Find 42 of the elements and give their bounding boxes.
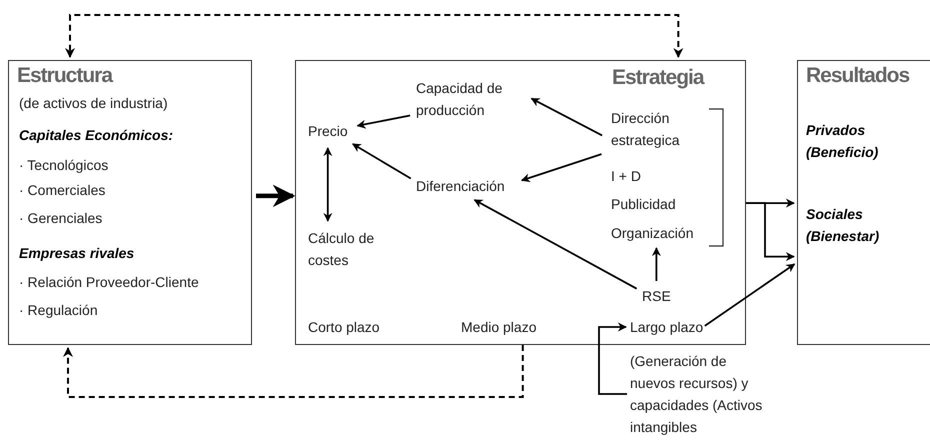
arrow: [746, 202, 795, 262]
arrow: [704, 263, 796, 327]
stage-box: [797, 60, 930, 345]
arrow: [530, 98, 603, 136]
list-item: · Comerciales: [19, 181, 106, 200]
list-item: · Relación Proveedor-Cliente: [19, 273, 199, 292]
concept-label: Publicidad: [611, 193, 676, 215]
list-item: · Tecnológicos: [19, 156, 108, 175]
section-heading: Empresas rivales: [19, 245, 134, 262]
concept-label: Medio plazo: [461, 316, 536, 338]
arrow: [256, 184, 296, 208]
concept-label: Dirección estrategica: [611, 107, 711, 151]
arrow: [598, 322, 627, 395]
box-heading: Resultados: [806, 65, 910, 86]
box-heading: Estructura: [17, 65, 112, 86]
arrow: [352, 143, 412, 180]
arrow: [474, 199, 638, 290]
concept-label: RSE: [642, 285, 671, 307]
subheading: (de activos de industria): [19, 94, 168, 113]
concept-label: Diferenciación: [416, 175, 505, 197]
stage-box: [8, 60, 252, 345]
list-item: · Regulación: [19, 301, 98, 320]
concept-label: Capacidad de producción: [416, 77, 528, 121]
arrow: [652, 247, 661, 281]
concept-label: Organización: [611, 222, 694, 244]
list-item: · Gerenciales: [19, 209, 102, 228]
concept-label: Precio: [308, 120, 348, 142]
feedback-arrow: [63, 345, 524, 398]
section-heading: Sociales (Bienestar): [806, 205, 880, 246]
feedback-arrow: [65, 14, 684, 58]
arrow: [520, 153, 602, 182]
note-text: (Generación de nuevos recursos) y capacidades (Activos intangibles: [630, 350, 765, 438]
concept-label: Corto plazo: [308, 316, 380, 338]
concept-label: Largo plazo: [630, 316, 704, 338]
stage-box: [295, 60, 746, 345]
arrow: [323, 147, 332, 222]
arrow: [356, 114, 410, 129]
concept-label: Cálculo de costes: [308, 227, 386, 271]
section-heading: Privados (Beneficio): [806, 121, 880, 162]
box-heading: Estrategia: [612, 67, 704, 88]
concept-label: I + D: [611, 165, 641, 187]
section-heading: Capitales Económicos:: [19, 127, 174, 144]
